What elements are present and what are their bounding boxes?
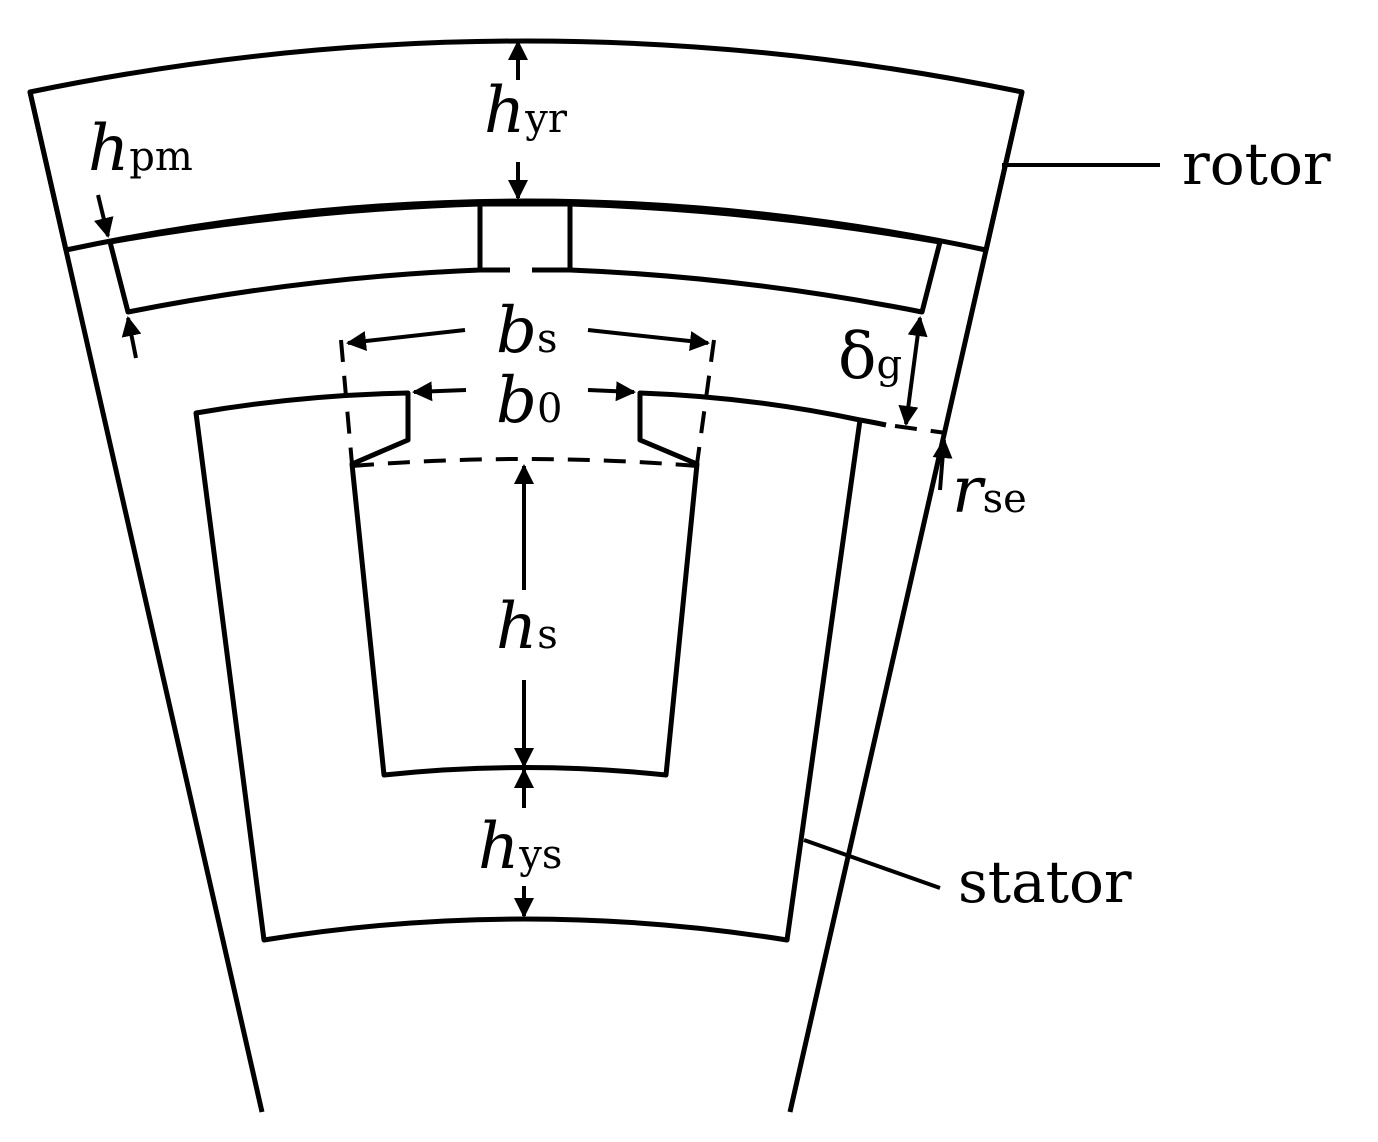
b0-arrow-right xyxy=(587,381,636,402)
label-rse: rse xyxy=(952,454,1027,528)
pitch-boundary-left xyxy=(27,91,265,1113)
magnet-right xyxy=(567,201,943,315)
delta-g-arrow xyxy=(898,316,928,426)
rotor-yoke xyxy=(27,38,1025,253)
label-hs: hs xyxy=(496,590,558,664)
stator-leader xyxy=(803,838,941,890)
stator-core xyxy=(193,390,863,943)
magnet-left xyxy=(107,201,483,315)
label-hyr: hyr xyxy=(484,74,568,148)
slot-opening-dash xyxy=(351,457,698,468)
bs-arrow-right xyxy=(587,328,710,352)
stator-surface-extension xyxy=(859,417,887,428)
part-label-stator: stator xyxy=(958,848,1132,916)
label-delta-g: δg xyxy=(838,320,902,394)
part-label-rotor: rotor xyxy=(1182,130,1331,198)
bs-extension-right xyxy=(695,339,716,465)
rse-arrow xyxy=(932,438,953,491)
label-hpm: hpm xyxy=(88,112,193,186)
rse-reference-dash xyxy=(894,424,947,435)
pitch-boundary-right xyxy=(787,91,1025,1113)
bs-arrow-left xyxy=(346,328,466,351)
bs-extension-left xyxy=(339,339,354,465)
label-b0: b0 xyxy=(496,364,562,438)
label-bs: bs xyxy=(496,294,558,368)
hpm-arrow-bottom xyxy=(121,316,142,359)
hpm-arrow-top xyxy=(94,194,114,238)
label-hys: hys xyxy=(478,810,562,884)
b0-arrow-left xyxy=(412,381,467,402)
